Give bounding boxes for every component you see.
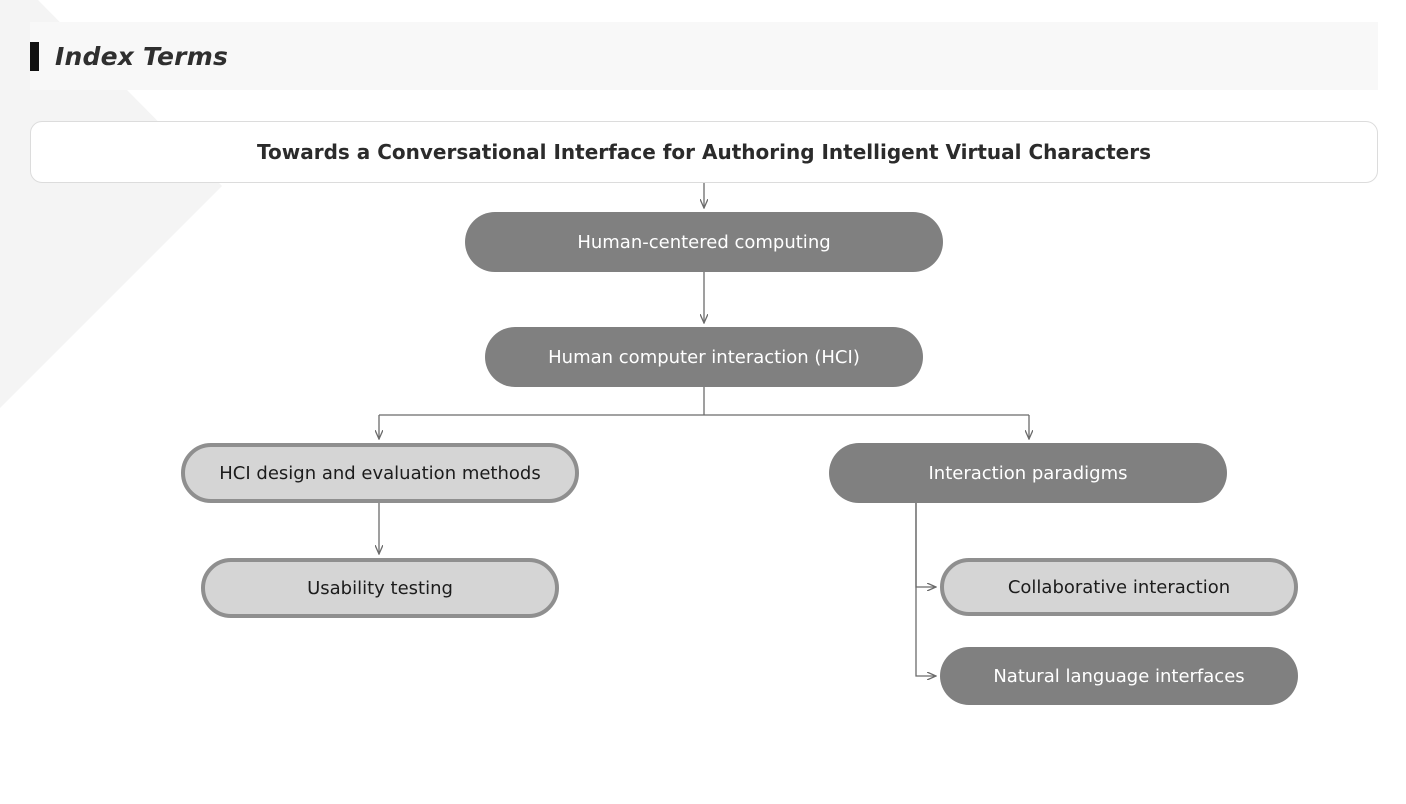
index-terms-header: Index Terms xyxy=(30,22,1378,90)
edge-paradigms-to-nli xyxy=(915,503,936,676)
taxonomy-node-interaction-paradigms[interactable]: Interaction paradigms xyxy=(829,443,1227,503)
taxonomy-node-human-computer-interaction[interactable]: Human computer interaction (HCI) xyxy=(485,327,923,387)
paper-title-card: Towards a Conversational Interface for A… xyxy=(30,121,1378,183)
edge-paradigms-to-collab xyxy=(915,503,936,587)
taxonomy-node-human-centered-computing[interactable]: Human-centered computing xyxy=(465,212,943,272)
header-accent-bar xyxy=(30,41,39,71)
taxonomy-node-hci-design-and-evaluation-methods[interactable]: HCI design and evaluation methods xyxy=(181,443,579,503)
taxonomy-node-collaborative-interaction[interactable]: Collaborative interaction xyxy=(940,558,1298,616)
taxonomy-node-usability-testing[interactable]: Usability testing xyxy=(201,558,559,618)
paper-title: Towards a Conversational Interface for A… xyxy=(257,140,1151,164)
page-title: Index Terms xyxy=(55,41,229,71)
taxonomy-node-natural-language-interfaces[interactable]: Natural language interfaces xyxy=(940,647,1298,705)
